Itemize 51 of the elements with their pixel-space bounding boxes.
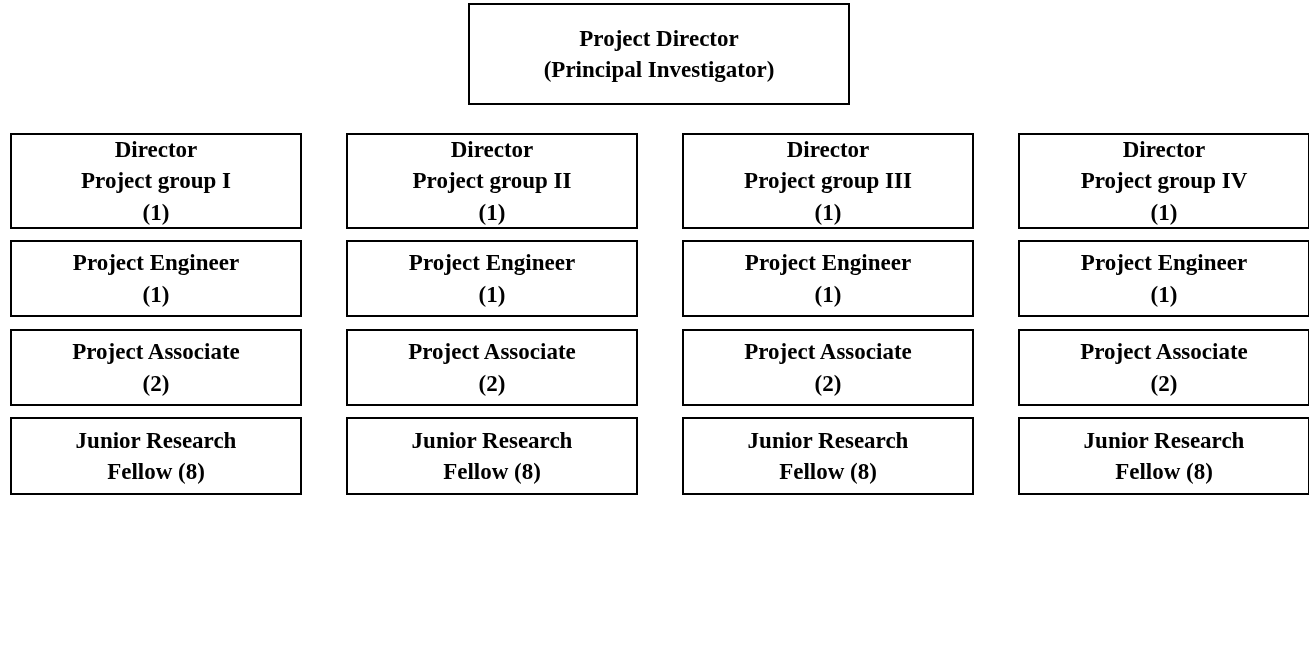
role-box: [10, 417, 302, 495]
role-box: [10, 133, 302, 229]
role-label: Director: [450, 136, 534, 165]
role-box: [682, 240, 974, 317]
role-label: Project Director: [579, 24, 739, 53]
role-label: (1): [1150, 198, 1178, 227]
role-label: Project group II: [412, 167, 572, 196]
role-box: [346, 329, 638, 406]
role-box: [1018, 133, 1309, 229]
role-label: Project Engineer: [408, 249, 576, 278]
role-box: [1018, 240, 1309, 317]
role-label: Project Engineer: [1080, 249, 1248, 278]
role-label: (2): [1150, 369, 1178, 398]
role-label: Project Associate: [744, 338, 912, 367]
role-label: Project Associate: [72, 338, 240, 367]
role-box: [346, 240, 638, 317]
role-box: [10, 329, 302, 406]
role-label: (1): [814, 280, 842, 309]
role-label: (2): [142, 369, 170, 398]
role-label: (1): [814, 198, 842, 227]
role-box: [346, 133, 638, 229]
role-box: [10, 240, 302, 317]
role-label: (Principal Investigator): [543, 56, 775, 84]
role-box: [346, 417, 638, 495]
role-label: (2): [478, 369, 506, 398]
role-label: Junior Research Fellow (8): [746, 426, 910, 486]
role-box: [682, 133, 974, 229]
role-label: Director: [1122, 136, 1206, 165]
role-label: (1): [478, 280, 506, 309]
role-label: Project Engineer: [72, 249, 240, 278]
role-label: (1): [142, 280, 170, 309]
role-label: Junior Research Fellow (8): [1082, 426, 1246, 486]
role-label: Project Associate: [1080, 338, 1248, 367]
role-label: Project Associate: [408, 338, 576, 367]
role-label: (1): [142, 198, 170, 227]
role-label: Project group III: [744, 167, 912, 196]
role-box: [682, 417, 974, 495]
role-label: Director: [786, 136, 870, 165]
role-label: Project Engineer: [744, 249, 912, 278]
role-box: [682, 329, 974, 406]
role-label: (2): [814, 369, 842, 398]
role-box: [1018, 329, 1309, 406]
role-label: Junior Research Fellow (8): [74, 426, 238, 486]
role-label: Project group IV: [1080, 167, 1248, 196]
role-label: Director: [114, 136, 198, 165]
role-box: [468, 3, 850, 105]
role-box: [1018, 417, 1309, 495]
role-label: Project group I: [81, 167, 231, 196]
role-label: (1): [1150, 280, 1178, 309]
role-label: (1): [478, 198, 506, 227]
role-label: Junior Research Fellow (8): [410, 426, 574, 486]
